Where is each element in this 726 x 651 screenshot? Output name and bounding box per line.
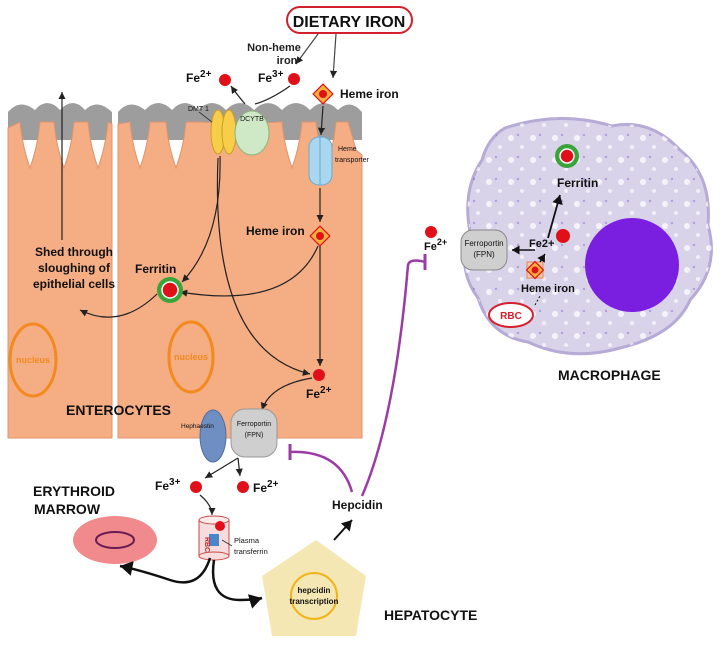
fe2-mac-inner-label: Fe2+ <box>529 238 554 250</box>
heme-transporter-label-1: Heme <box>338 146 357 153</box>
fe3-bottom-dot <box>190 481 202 493</box>
hepatocyte-nucleus <box>290 572 338 620</box>
shed-label-3: epithelial cells <box>33 277 115 291</box>
ferroportin-ent-label-2: (FPN) <box>245 432 264 439</box>
erythroid-label-2: MARROW <box>34 501 101 517</box>
arrow-dcytb-to-fe2 <box>230 85 246 105</box>
arrow-transferrin-to-hepatocyte <box>211 559 263 609</box>
hephaestin-label: Hephaestin <box>181 423 214 430</box>
heme-iron-top-icon <box>312 83 334 105</box>
hepcidin-inhibit-macrophage <box>360 259 426 497</box>
enterocytes-label: ENTEROCYTES <box>66 402 171 418</box>
arrow-hepatocyte-to-hepcidin <box>333 519 353 541</box>
fe3-bottom-label: Fe3+ <box>155 477 181 493</box>
arrow-heme-to-fe2-mac <box>537 253 546 263</box>
arrow-fe3-to-transferrin <box>199 494 216 516</box>
heme-iron-mac-icon <box>525 260 545 280</box>
arrow-dietary-to-nonheme <box>295 33 319 65</box>
ferroportin-enterocyte <box>230 408 278 458</box>
heme-transporter <box>308 136 333 186</box>
macrophage-nucleus <box>585 218 679 312</box>
heme-iron-mac-label: Heme iron <box>521 283 575 295</box>
plasma-label-1: Plasma <box>234 536 260 545</box>
heme-iron-top-label: Heme iron <box>340 87 399 101</box>
ferritin-enterocyte-label: Ferritin <box>135 262 176 276</box>
nucleus-right-label: nucleus <box>174 352 208 362</box>
arrow-dietary-to-heme <box>329 33 338 79</box>
fe2-basal-dot <box>313 369 325 381</box>
ferroportin-mac-label-2: (FPN) <box>473 250 495 259</box>
arrow-fe3-to-dcytb <box>254 85 291 105</box>
fe2-basal-label: Fe2+ <box>306 385 332 401</box>
fe3-top-label: Fe3+ <box>258 69 284 85</box>
dcytb-enzyme <box>234 110 270 156</box>
plasma-label-2: transferrin <box>234 547 268 556</box>
fe3-top-dot <box>288 73 300 85</box>
non-heme-label-2: iron <box>277 55 298 67</box>
ferritin-mac-label: Ferritin <box>557 176 598 190</box>
fe2-mac-label: Fe2+ <box>424 237 447 253</box>
nucleus-left: nucleus <box>8 322 58 398</box>
rbc-mac-cell <box>488 302 534 328</box>
nucleus-right: nucleus <box>167 320 215 394</box>
erythroid-label-1: ERYTHROID <box>33 483 115 499</box>
fe2-bottom-dot <box>237 481 249 493</box>
arrow-fpn-to-fe2 <box>235 457 243 477</box>
dmt1-label: DMT 1 <box>188 106 209 113</box>
arrow-ferritin-to-shed <box>79 293 158 318</box>
erythroid-marrow-cell <box>73 516 157 564</box>
dmt1-transporter <box>210 109 237 155</box>
dmt1-pointer <box>198 111 213 123</box>
arrow-fe2-to-ferroportin <box>260 377 313 411</box>
arrow-fpn-to-fe3 <box>204 457 239 479</box>
hepatocyte-label: HEPATOCYTE <box>384 607 477 623</box>
heme-iron-mid-icon <box>309 225 331 247</box>
hepcidin-inhibit-enterocyte <box>289 450 354 493</box>
enterocyte-cell-left <box>7 121 113 439</box>
enterocyte-cell-right <box>117 121 363 439</box>
nucleus-left-label: nucleus <box>16 355 50 365</box>
ferroportin-mac-label-1: Ferroportin <box>464 239 503 248</box>
hepcidin-label: Hepcidin <box>332 498 383 512</box>
rbc-mac-label: RBC <box>500 311 522 322</box>
rbc-cylinder-label: RBC <box>203 537 210 552</box>
macrophage-label: MACROPHAGE <box>558 367 661 383</box>
arrow-dmt1-to-ferritin <box>181 155 221 283</box>
arrow-fe2-to-ferritin-mac <box>547 194 563 239</box>
dcytb-label: DCYTB <box>240 116 264 123</box>
plasma-transferrin-vessel <box>198 515 230 561</box>
plasma-pointer <box>221 539 233 547</box>
hepatocyte-cell <box>262 540 366 636</box>
shed-label-2: sloughing of <box>38 261 111 275</box>
fe2-mac-dot <box>425 226 437 238</box>
ferroportin-ent-label-1: Ferroportin <box>237 421 271 428</box>
non-heme-label-1: Non-heme <box>247 42 301 54</box>
hepcidin-transcription-label-2: transcription <box>290 597 339 606</box>
fe2-mac-inner-dot <box>556 229 570 243</box>
shed-label-1: Shed through <box>35 245 113 259</box>
ferritin-macrophage-icon <box>555 144 579 168</box>
ferritin-enterocyte-icon <box>157 277 183 303</box>
arrow-dmt1-to-fe2 <box>216 157 311 376</box>
hepcidin-transcription-label-1: hepcidin <box>298 586 331 595</box>
fe2-top-dot <box>219 74 231 86</box>
arrow-heme-to-transporter <box>317 105 326 136</box>
arrow-transferrin-to-marrow <box>119 557 212 584</box>
heme-transporter-label-2: transporter <box>335 157 370 164</box>
heme-iron-mid-label: Heme iron <box>246 224 305 238</box>
hephaestin-protein <box>199 409 227 463</box>
arrow-heme-to-ferritin <box>179 245 319 297</box>
fe2-top-label: Fe2+ <box>186 69 212 85</box>
ferroportin-macrophage <box>460 229 508 271</box>
dietary-iron-label: DIETARY IRON <box>293 14 406 31</box>
arrow-rbc-to-heme <box>534 295 541 306</box>
dietary-iron-box <box>286 6 413 34</box>
fe2-bottom-label: Fe2+ <box>253 479 279 495</box>
